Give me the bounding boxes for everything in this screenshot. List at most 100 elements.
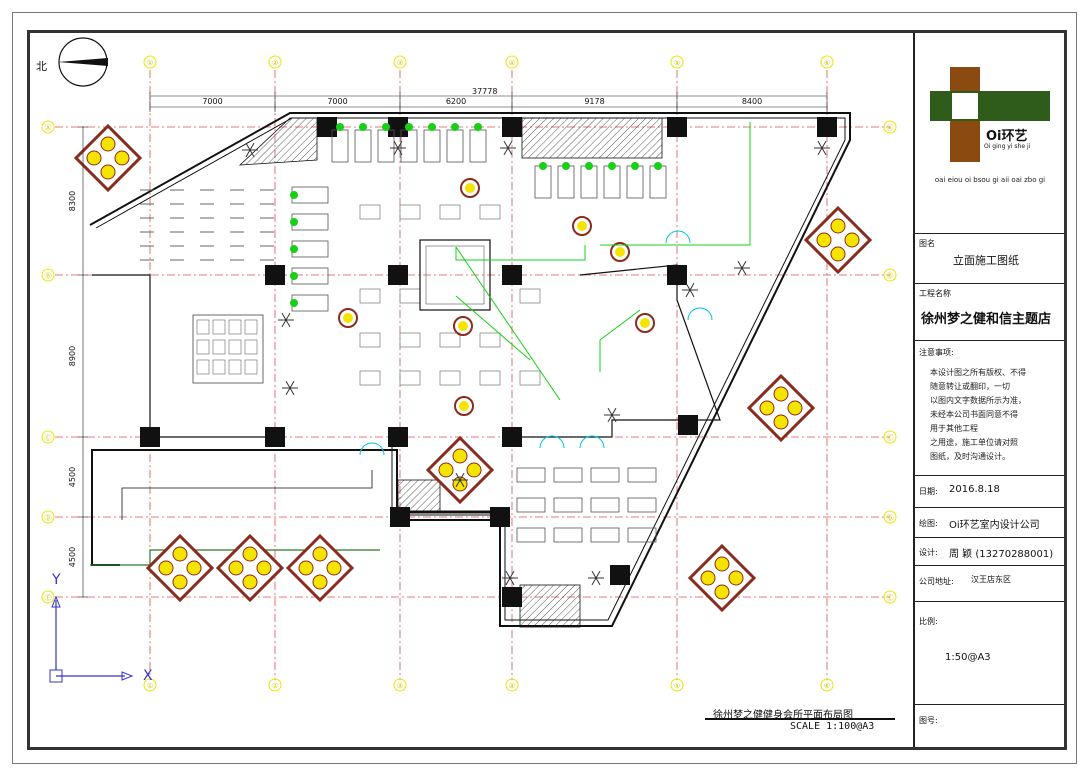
lamp-cluster-frame: [145, 533, 215, 603]
desk: [553, 497, 583, 513]
structural-column: [610, 565, 630, 585]
plant-symbol: [455, 479, 461, 488]
axis-bubble-label: ⑥: [824, 59, 830, 67]
drawing-frame: [27, 30, 1067, 750]
axis-bubble-label: ①: [147, 682, 153, 690]
ceiling-lamp-core: [640, 318, 650, 328]
axis-bubble-label: Ⓐ: [45, 124, 52, 132]
tb-address: 公司地址: 汉王店东区: [913, 565, 1064, 601]
axis-bubble: [820, 678, 834, 692]
lamp-cluster-bulb: [312, 546, 328, 562]
plant-symbol: [285, 380, 291, 389]
toilet-stall: [228, 359, 242, 375]
plant-symbol: [285, 312, 291, 321]
plant-symbol: [591, 570, 597, 579]
lamp-cluster-bulb: [114, 150, 130, 166]
plant-symbol: [455, 472, 461, 481]
dimension-text: 8400: [742, 97, 762, 106]
north-arrow-pointer: [58, 58, 108, 66]
lamp-cluster-bulb: [844, 232, 860, 248]
plant-symbol: [509, 570, 515, 579]
boxing-ring: [419, 239, 491, 311]
plant-symbol: [741, 260, 747, 269]
plant-symbol: [507, 140, 513, 149]
axis-bubble: [393, 678, 407, 692]
wiring: [455, 246, 561, 401]
plant-symbol: [685, 282, 691, 291]
dimension-text: 7000: [202, 97, 222, 106]
dimension-text: 4500: [68, 467, 77, 487]
axis-bubble-label: Ⓑ: [45, 272, 52, 280]
ceiling-lamp-core: [458, 321, 468, 331]
notes-label: 注意事项:: [919, 348, 954, 357]
plant-symbol: [611, 414, 617, 423]
strength-machine: [439, 370, 461, 386]
treadmill: [446, 129, 464, 163]
sheet-border: [12, 12, 1077, 764]
tb-date: 日期: 2016.8.18: [913, 475, 1064, 507]
tv-mount: [562, 162, 570, 170]
tv-mount: [585, 162, 593, 170]
lamp-cluster-bulb: [816, 232, 832, 248]
structural-column: [388, 117, 408, 137]
desk: [627, 467, 657, 483]
plant-symbol: [607, 407, 613, 416]
axis-bubble: [41, 120, 55, 134]
axis-bubble: [883, 590, 897, 604]
ceiling-lamp-core: [615, 247, 625, 257]
drawing-scale: SCALE 1:100@A3: [790, 721, 875, 732]
tv-mount: [405, 123, 413, 131]
toilet-stall: [212, 359, 226, 375]
ceiling-lamp: [635, 313, 655, 333]
lamp-cluster-frame: [746, 373, 816, 443]
door-swing: [665, 230, 691, 244]
plant-symbol: [289, 380, 295, 389]
exterior-wall: [89, 112, 851, 627]
lamp-cluster-frame: [425, 435, 495, 505]
tv-mount: [654, 162, 662, 170]
door-swing: [687, 307, 713, 321]
tv-mount: [290, 245, 298, 253]
structural-column: [502, 427, 522, 447]
axis-bubble: [505, 55, 519, 69]
dimension-text: 9178: [584, 97, 604, 106]
date-label: 日期:: [919, 487, 938, 496]
tv-mount: [290, 272, 298, 280]
lamp-cluster-bulb: [714, 556, 730, 572]
axis-bubble: [41, 430, 55, 444]
plant-symbol: [611, 407, 617, 416]
toilet-stall: [244, 339, 258, 355]
desk: [553, 467, 583, 483]
lamp-cluster-bulb: [787, 400, 803, 416]
plant-symbol: [507, 147, 513, 156]
date-value: 2016.8.18: [949, 484, 1000, 495]
tv-mount: [290, 218, 298, 226]
lamp-cluster-bulb: [830, 246, 846, 262]
lamp-clusters: [73, 123, 873, 613]
plant-symbol: [289, 387, 295, 396]
tb-sheet: 图号:: [913, 704, 1064, 747]
locker-room: [192, 314, 264, 384]
lamp-cluster-bulb: [714, 584, 730, 600]
ceiling-lamp: [453, 316, 473, 336]
ceiling-lamp: [572, 216, 592, 236]
plant-symbol: [737, 267, 743, 276]
dimension-text: 8300: [68, 191, 77, 211]
toilet-stall: [212, 339, 226, 355]
plant-symbol: [397, 140, 403, 149]
desk: [590, 467, 620, 483]
author-value: Oi环艺室内设计公司: [949, 520, 1040, 531]
lamp-cluster-bulb: [172, 546, 188, 562]
hatched-area: [238, 117, 318, 166]
plant-symbol: [821, 147, 827, 156]
tv-mount: [290, 191, 298, 199]
partition: [512, 264, 721, 438]
tv-mount: [290, 299, 298, 307]
tv-mount: [336, 123, 344, 131]
equipment: [140, 123, 713, 543]
axis-bubble: [883, 268, 897, 282]
strength-machine: [519, 370, 541, 386]
toilet-stall: [244, 359, 258, 375]
plant-symbol: [503, 140, 509, 149]
door-swing: [359, 442, 385, 456]
